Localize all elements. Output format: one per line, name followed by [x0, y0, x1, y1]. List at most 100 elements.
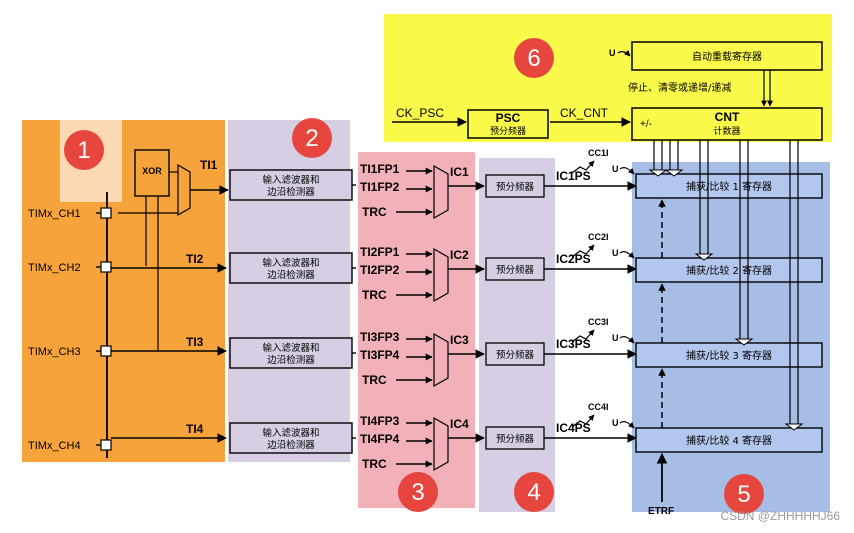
cc1i-arrow — [571, 160, 595, 174]
mux1-out-label: IC1 — [450, 165, 469, 179]
filter-label-line2-ch3: 边沿检测器 — [267, 354, 315, 366]
ccr3-u-arrow — [619, 336, 635, 344]
badge-number-2: 2 — [305, 125, 318, 152]
capture-register-4 — [635, 427, 823, 453]
cnt-down-head-1 — [664, 169, 684, 177]
capture-register-label-4: 捕获/比较 4 寄存器 — [686, 434, 772, 447]
ccr1-u-label: U — [612, 164, 619, 174]
zone-4-prescaler — [479, 158, 555, 512]
mux4-shape — [433, 416, 449, 472]
capture-register-label-2: 捕获/比较 2 寄存器 — [686, 264, 772, 277]
watermark: CSDN @ZHHHHHJ66 — [720, 509, 840, 523]
input-label-ch1: TIMx_CH1 — [28, 208, 81, 220]
mux3-in1-label: TI3FP3 — [360, 330, 400, 344]
mux2-shape — [433, 247, 449, 303]
input-pin-ch1 — [100, 207, 112, 219]
mux3-trc-label: TRC — [362, 373, 387, 387]
icps3-label: IC3PS — [556, 337, 591, 351]
cnt-down-head-0 — [648, 169, 668, 177]
filter-box-ch3 — [229, 337, 353, 369]
cnt-sublabel: 计数器 — [713, 125, 740, 137]
icps4-label: IC4PS — [556, 421, 591, 435]
filter-label-line2-ch1: 边沿检测器 — [267, 186, 315, 198]
badge-circle-3 — [398, 472, 438, 512]
input-pin-ch3 — [100, 345, 112, 357]
ccr2-u-arrow — [619, 251, 635, 259]
cc3i-arrow — [571, 329, 595, 343]
mux4-in2-label: TI4FP4 — [360, 432, 400, 446]
etrf-label: ETRF — [648, 506, 674, 517]
prescaler-label-ch3: 预分频器 — [496, 349, 535, 361]
badge-number-6: 6 — [527, 45, 540, 72]
ck-psc-label: CK_PSC — [396, 106, 444, 120]
psc-sublabel: 预分频器 — [490, 125, 526, 137]
cnt-down-head-4 — [784, 423, 804, 431]
badge-circle-5 — [724, 474, 764, 514]
cc2i-arrow — [571, 244, 595, 258]
mux4-trc-label: TRC — [362, 457, 387, 471]
mux1-shape — [433, 164, 449, 220]
capture-register-label-3: 捕获/比较 3 寄存器 — [686, 349, 772, 362]
capture-register-label-1: 捕获/比较 1 寄存器 — [686, 180, 772, 193]
mux2-out-label: IC2 — [450, 248, 469, 262]
cc1i-label: CC1I — [588, 148, 609, 158]
badge-number-4: 4 — [527, 479, 540, 506]
ti3-label: TI3 — [186, 335, 204, 349]
arr-register — [631, 41, 823, 71]
ti1-label: TI1 — [200, 158, 218, 172]
badge-number-3: 3 — [411, 479, 424, 506]
badge-circle-1 — [64, 130, 104, 170]
input-label-ch4: TIMx_CH4 — [28, 440, 81, 452]
icps2-label: IC2PS — [556, 252, 591, 266]
ti1-selector — [177, 163, 191, 217]
cnt-down-head-2 — [694, 253, 714, 261]
mux4-in1-label: TI4FP3 — [360, 414, 400, 428]
capture-register-1 — [635, 173, 823, 199]
ccr2-u-label: U — [612, 248, 619, 258]
prescaler-label-ch1: 预分频器 — [496, 181, 535, 193]
capture-register-3 — [635, 342, 823, 368]
arr-label: 自动重载寄存器 — [692, 50, 762, 63]
xor-label: XOR — [142, 166, 162, 176]
cnt-label: CNT — [715, 110, 740, 124]
mux2-in1-label: TI2FP1 — [360, 245, 400, 259]
arr-u-arrow — [617, 50, 631, 57]
icps1-label: IC1PS — [556, 169, 591, 183]
cc4i-arrow — [571, 414, 595, 428]
input-label-ch2: TIMx_CH2 — [28, 262, 81, 274]
control-label: 停止、清零或递增/递减 — [628, 81, 731, 94]
zone-1-input — [22, 120, 225, 462]
filter-label-line2-ch4: 边沿检测器 — [267, 439, 315, 451]
mux4-out-label: IC4 — [450, 417, 469, 431]
badge-number-5: 5 — [737, 481, 750, 508]
input-label-ch3: TIMx_CH3 — [28, 346, 81, 358]
cnt-down-head-3 — [734, 338, 754, 346]
badge-circle-6 — [514, 38, 554, 78]
filter-box-ch1 — [229, 169, 353, 201]
mux1-trc-label: TRC — [362, 205, 387, 219]
filter-label-line2-ch2: 边沿检测器 — [267, 269, 315, 281]
ck-cnt-label: CK_CNT — [560, 106, 609, 120]
mux1-in1-label: TI1FP1 — [360, 162, 400, 176]
badge-circle-4 — [514, 472, 554, 512]
prescaler-label-ch2: 预分频器 — [496, 264, 535, 276]
ti4-label: TI4 — [186, 422, 204, 436]
psc-box — [467, 109, 549, 139]
badge-number-1: 1 — [77, 137, 90, 164]
mux2-trc-label: TRC — [362, 288, 387, 302]
ti2-label: TI2 — [186, 252, 204, 266]
capture-register-2 — [635, 257, 823, 283]
mux3-shape — [433, 332, 449, 388]
mux3-out-label: IC3 — [450, 333, 469, 347]
ccr4-u-arrow — [619, 421, 635, 429]
filter-box-ch4 — [229, 422, 353, 454]
cc2i-label: CC2I — [588, 232, 609, 242]
mux1-in2-label: TI1FP2 — [360, 180, 400, 194]
ccr3-u-label: U — [612, 333, 619, 343]
cc4i-label: CC4I — [588, 402, 609, 412]
cnt-dir-label: +/- — [640, 119, 652, 130]
cc3i-label: CC3I — [588, 317, 609, 327]
input-pin-ch2 — [100, 261, 112, 273]
filter-label-line1-ch3: 输入滤波器和 — [262, 342, 319, 354]
